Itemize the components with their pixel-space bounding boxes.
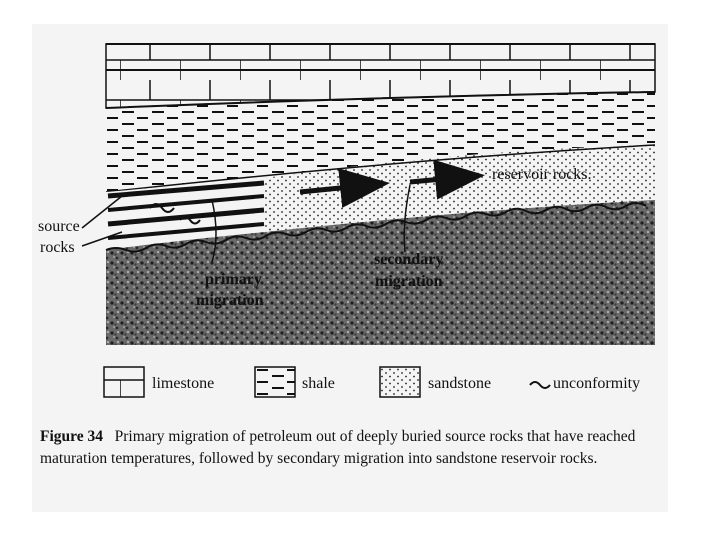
figure-caption: Figure 34 Primary migration of petroleum… [40,426,660,470]
figure-number: Figure 34 [40,428,103,445]
label-primary-2: migration [196,292,264,309]
label-source-rocks-2: rocks [40,239,75,256]
basement-layer [105,200,655,345]
source-rocks-leader-2 [81,231,123,247]
legend-sandstone-label: sandstone [428,375,491,392]
legend-limestone-label: limestone [152,375,214,392]
label-secondary-2: migration [375,273,443,290]
legend-unconformity: unconformity [529,375,640,392]
primary-migration-leader [211,199,217,263]
label-reservoir-rocks: reservoir rocks. [492,166,592,183]
label-secondary-1: secondary [374,251,443,268]
migration-arrow-1 [299,168,390,208]
label-primary-1: primary [205,271,262,288]
migration-arrow-2 [409,159,485,200]
legend-shale: shale [254,366,335,398]
secondary-migration-leader [403,184,411,253]
legend-limestone: limestone [103,366,214,398]
legend-shale-label: shale [302,375,335,392]
caption-text: Primary migration of petroleum out of de… [40,428,636,467]
diagram-labels: source rocks reservoir rocks. primary mi… [38,166,592,309]
label-source-rocks-1: source [38,218,80,235]
source-rocks-leader-1 [81,195,123,229]
legend: limestone shale sandstone unconformity [103,366,640,398]
migration-arrows [81,159,485,263]
legend-sandstone: sandstone [379,366,491,398]
shale-layer [105,91,656,192]
legend-unconformity-label: unconformity [553,375,640,392]
source-rocks-layer [106,178,265,250]
